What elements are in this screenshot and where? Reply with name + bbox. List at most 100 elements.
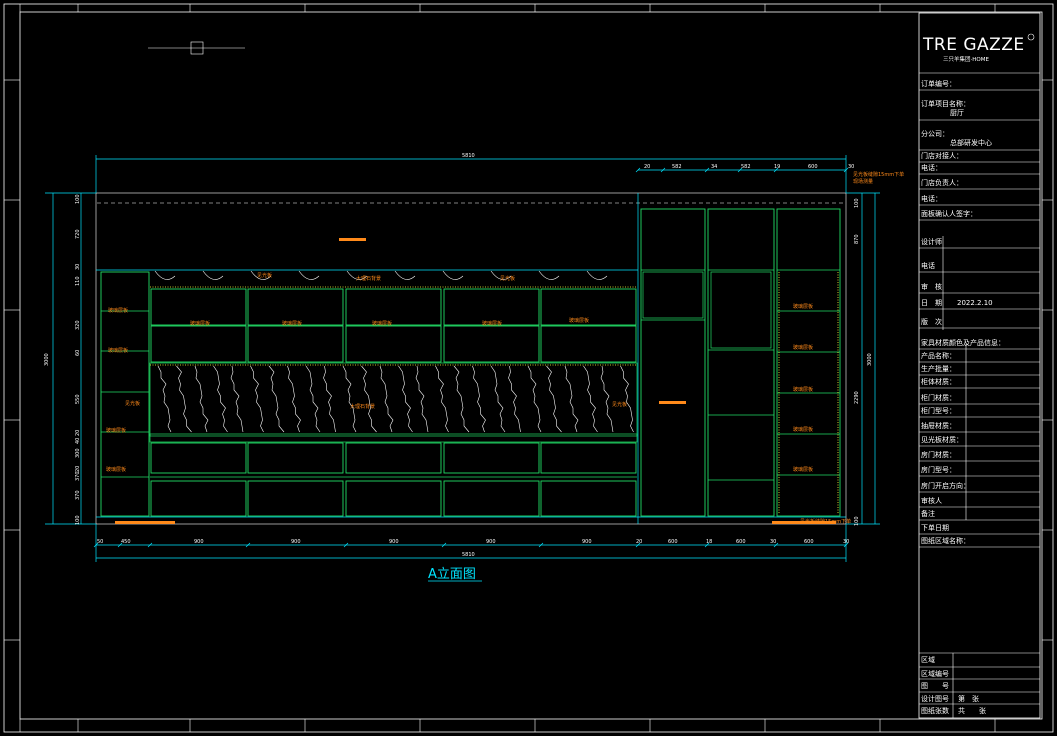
dim-right: 100 (854, 198, 860, 208)
title-block-field-label: 见光板材质： (921, 435, 963, 444)
marble-vein (415, 365, 429, 433)
marble-vein (490, 365, 506, 433)
title-block-field-label: 备注 (921, 509, 935, 518)
tall-cabinet-2 (707, 208, 775, 517)
title-block-field-label: 房门材质： (921, 450, 956, 459)
label-right-note-2: 现场测量 (853, 178, 873, 185)
title-block-field-label: 分公司： (921, 129, 949, 138)
title-block-field-value: 总部研发中心 (950, 138, 992, 147)
dim-left-outer: 3000 (44, 353, 50, 366)
title-block-field-value: 厨厅 (950, 109, 964, 117)
dim-tick (538, 542, 544, 548)
dim-bottom: 30 (843, 539, 849, 545)
marble-vein (305, 365, 321, 433)
title-block-bottom-label: 设计图号 (921, 694, 949, 703)
upper-cubby (540, 325, 637, 363)
marble-vein (194, 365, 209, 433)
dim-tick (704, 542, 710, 548)
marble-vein (361, 365, 377, 433)
bottom-right-bar (772, 521, 836, 524)
dim-tick (635, 167, 641, 173)
bottom-left-bar (115, 521, 175, 524)
dim-total-bottom: 5810 (462, 552, 475, 558)
upper-cubby (247, 288, 344, 326)
title-block-field-label: 订单编号： (921, 79, 956, 88)
dim-bottom: 600 (736, 539, 746, 545)
marble-vein (250, 365, 264, 433)
dim-tick (704, 167, 710, 173)
marble-vein (620, 365, 634, 433)
dim-top-right: 582 (672, 164, 682, 170)
tall-cabinet-3 (776, 208, 841, 517)
title-block-field-label: 日 期 (921, 299, 942, 307)
elevation-drawing: 大理石背景 大理石背景 见光板 见光板 见光板缝隙15mm下单 现场测量 见光板… (44, 153, 904, 582)
marble-vein (564, 365, 579, 433)
upper-cubby (150, 288, 247, 326)
label-left-bottom-2: 玻璃层板 (106, 466, 126, 473)
label-right-glass-shelf: 玻璃层板 (793, 344, 813, 351)
drawer-front (247, 480, 344, 517)
upper-label-bar (339, 238, 366, 241)
marble-vein (508, 365, 521, 433)
dim-left: 100 (75, 194, 81, 204)
upper-cubby (443, 325, 540, 363)
title-block-field-label: 柜门材质： (921, 393, 956, 402)
dim-tick (245, 542, 251, 548)
title-block: TRE GAZZE 三只羊集团·HOME 订单编号：订单项目名称：厨厅分公司：总… (918, 12, 1041, 719)
title-block-field-label: 审 核 (921, 282, 942, 291)
dim-bottom: 600 (804, 539, 814, 545)
drawer-front (345, 442, 442, 474)
title-block-bottom-fields: 区域区域编号图 号设计图号第 张图纸张数共 张 (919, 652, 1040, 718)
label-right-glass-shelf: 玻璃层板 (793, 386, 813, 393)
drawer-front (150, 480, 247, 517)
title-block-field-label: 家具材质颜色及产品信息： (921, 338, 1005, 347)
upper-cubby (345, 325, 442, 363)
dim-top-right: 34 (711, 164, 717, 170)
dim-bottom: 600 (668, 539, 678, 545)
registered-icon (1027, 33, 1035, 41)
dim-left: 110 (75, 276, 81, 286)
dim-tick (343, 542, 349, 548)
dim-tick (773, 542, 779, 548)
dim-tick (843, 167, 849, 173)
dim-bottom: 20 (636, 539, 642, 545)
dim-total-top: 5810 (462, 153, 475, 159)
title-block-bottom-label: 图 号 (921, 682, 949, 690)
drawer-front (540, 480, 637, 517)
dim-tick (117, 542, 123, 548)
dim-right-outer: 3000 (867, 353, 873, 366)
dim-right: 100 (854, 516, 860, 526)
title-block-bottom-label: 区域 (921, 655, 935, 664)
label-right-glass-shelf: 玻璃层板 (793, 466, 813, 473)
dim-tick (93, 542, 99, 548)
upper-cubby (540, 288, 637, 326)
label-right-note-1: 见光板缝隙15mm下单 (853, 171, 904, 178)
title-block-field-label: 产品名称： (921, 351, 956, 360)
marble-vein (230, 365, 244, 433)
dim-tick (635, 542, 641, 548)
dim-top-right: 19 (774, 164, 780, 170)
dim-left: 370 (75, 471, 81, 481)
title-block-field-label: 房门型号： (921, 465, 956, 474)
label-right-glass-shelf: 玻璃层板 (793, 303, 813, 310)
marble-vein (600, 365, 614, 433)
title-block-field-label: 面板确认人签字： (921, 209, 977, 218)
title-block-field-label: 电话： (921, 163, 942, 172)
title-block-field-label: 设计师 (921, 237, 942, 246)
upper-cubby (247, 325, 344, 363)
upper-cubby (443, 288, 540, 326)
grid-ticks (4, 4, 1053, 732)
logo-sub: 三只羊集团·HOME (943, 55, 989, 63)
title-block-field-label: 门店负责人： (921, 178, 963, 187)
dim-right: 870 (854, 234, 860, 244)
marble-vein (472, 365, 486, 433)
title-block-field-value: 2022.2.10 (957, 299, 993, 307)
dim-right: 2290 (854, 391, 860, 404)
cabinet-outline (95, 192, 847, 525)
marble-vein (157, 365, 172, 433)
lower-drawers (149, 433, 638, 517)
dim-tick (147, 542, 153, 548)
title-block-field-label: 柜体材质： (921, 377, 956, 386)
dim-left: 40 (75, 438, 81, 444)
